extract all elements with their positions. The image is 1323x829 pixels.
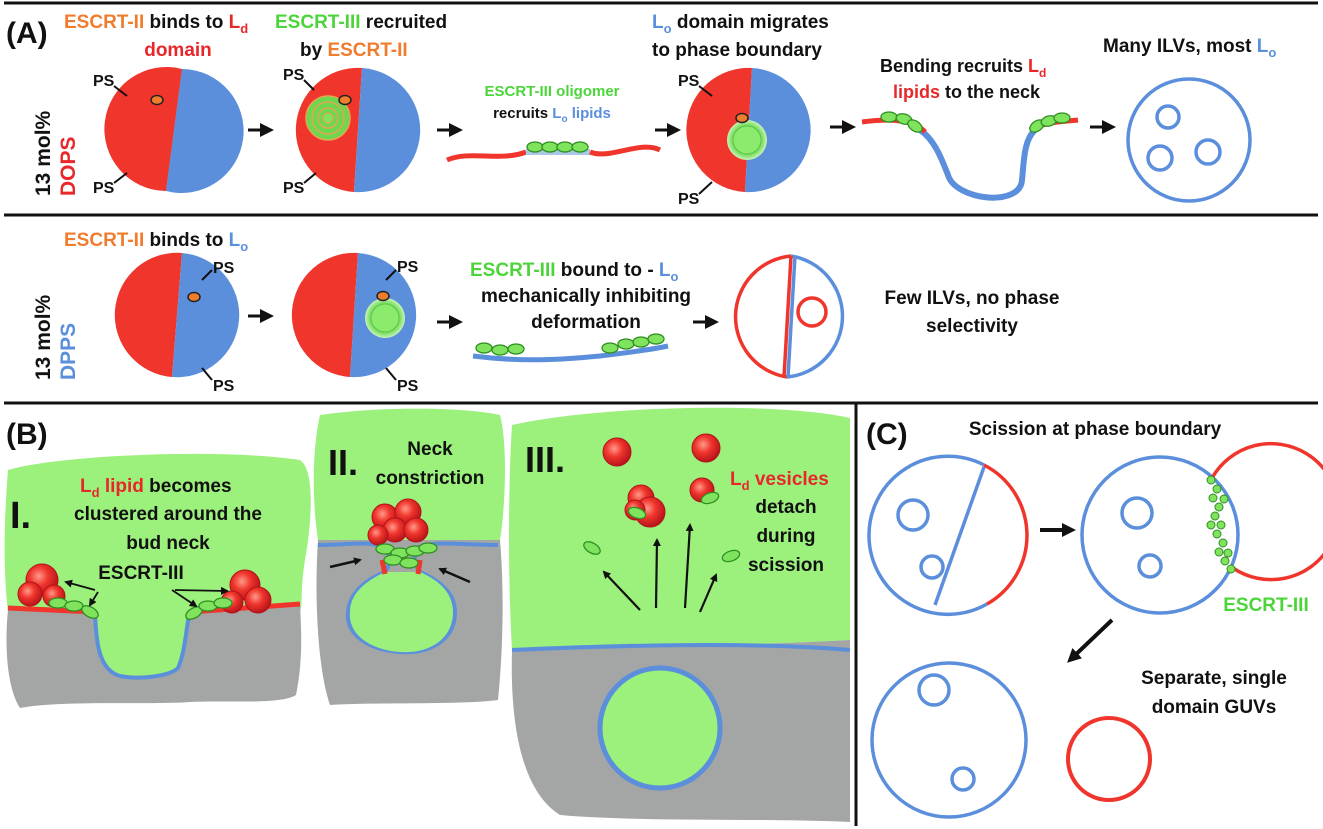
escrt-ii-dot [735, 112, 749, 124]
stage-iii-label: III. [525, 439, 565, 480]
panel-c-escrt-label: ESCRT-III [1223, 595, 1309, 616]
row1-step1-vesicle [104, 67, 244, 193]
row1-step5-caption: Bending recruits Ld [880, 56, 1046, 80]
panel-c-vesicle-4 [1066, 716, 1152, 802]
panel-dividers [4, 1, 1318, 826]
stage-i-escrt-label: ESCRT-III [98, 563, 184, 584]
panel-c-label: (C) [866, 418, 908, 451]
row2-step5-vesicle [733, 254, 845, 379]
row2-step5-caption-line2: selectivity [926, 316, 1018, 337]
ps-label: PS [283, 180, 305, 197]
stage-iii-diagram [509, 407, 851, 822]
panel-c-vesicle-2 [1080, 441, 1323, 615]
escrt-ii-dot [150, 94, 164, 106]
ps-label: PS [678, 191, 700, 208]
row1-step3-caption: ESCRT-III oligomer [484, 83, 619, 100]
row1-step2-caption: ESCRT-III recruited [275, 12, 447, 33]
panel-a-label: (A) [6, 17, 48, 50]
stage-i-caption-line2: clustered around the [74, 504, 262, 525]
row1-step4-caption-line2: to phase boundary [652, 40, 822, 61]
stage-iii-caption: Ld vesicles [730, 469, 829, 493]
escrt-ii-dot [376, 290, 390, 302]
row2-step1-vesicle [114, 252, 240, 378]
panel-b: (B) [4, 407, 851, 822]
step-arrow [1067, 618, 1114, 663]
panel-c: (C) Scission at phase boundary [866, 418, 1323, 819]
stage-i-caption-line3: bud neck [126, 533, 210, 554]
row1-step2-vesicle [295, 67, 421, 193]
stage-i-diagram [4, 453, 311, 708]
row2-condition: 13 mol% DPPS [32, 289, 80, 380]
row1-step6-caption: Many ILVs, most Lo [1103, 36, 1276, 60]
row2-step3-membrane [472, 333, 669, 363]
stage-iii-caption-line3: during [756, 526, 815, 547]
ps-label: PS [93, 73, 115, 90]
row2-step3-caption: ESCRT-III bound to - Lo [470, 260, 679, 284]
panel-c-result-caption: Separate, single [1141, 668, 1287, 689]
stage-i-caption: Ld lipid becomes [80, 476, 232, 500]
stage-ii-label: II. [328, 442, 358, 483]
panel-a: (A) 13 mol% DOPS ESCRT-II binds to Ld do… [6, 12, 1276, 395]
stage-iii-caption-line4: scission [748, 555, 824, 576]
escrt-ii-dot [338, 94, 352, 106]
stage-ii-caption-line2: constriction [376, 468, 485, 489]
row2-step3-caption-line3: deformation [531, 312, 641, 333]
ps-label: PS [283, 67, 305, 84]
row2-step2-vesicle [291, 252, 417, 378]
row1-step3-membrane [446, 141, 662, 163]
row2-step3-caption-line2: mechanically inhibiting [481, 286, 691, 307]
row1-step1-caption-line2: domain [144, 40, 212, 61]
ps-label: PS [397, 259, 419, 276]
row1-condition: 13 mol% DOPS [32, 105, 80, 196]
row1-step5-caption-line2: lipids to the neck [893, 82, 1041, 102]
row1-step6-vesicle [1126, 77, 1252, 203]
row1-step5-bud [861, 111, 1079, 201]
row1-step1-caption: ESCRT-II binds to Ld [64, 12, 248, 36]
row1-step3-caption-line2: recruits Lo lipids [493, 105, 611, 125]
stage-i-label: I. [10, 495, 31, 537]
panel-c-vesicle-3 [870, 661, 1028, 819]
ps-label: PS [213, 378, 235, 395]
escrt-ii-dot [187, 291, 201, 303]
row1-step4-caption: Lo domain migrates [652, 12, 829, 36]
panel-c-result-caption-line2: domain GUVs [1152, 697, 1277, 718]
stage-ii-diagram [313, 408, 505, 705]
row2-step5-caption: Few ILVs, no phase [885, 288, 1060, 309]
ps-label: PS [213, 260, 235, 277]
stage-ii-caption: Neck [407, 439, 453, 460]
ps-label: PS [397, 378, 419, 395]
row2-step1-caption: ESCRT-II binds to Lo [64, 230, 248, 254]
panel-b-label: (B) [6, 418, 48, 451]
ps-label: PS [678, 73, 700, 90]
row1-step2-caption-line2: by ESCRT-II [300, 40, 408, 61]
stage-iii-caption-line2: detach [755, 497, 816, 518]
ps-label: PS [93, 180, 115, 197]
row1-step4-vesicle [686, 67, 811, 193]
panel-c-vesicle-1 [867, 454, 1029, 617]
panel-c-title: Scission at phase boundary [969, 419, 1222, 440]
